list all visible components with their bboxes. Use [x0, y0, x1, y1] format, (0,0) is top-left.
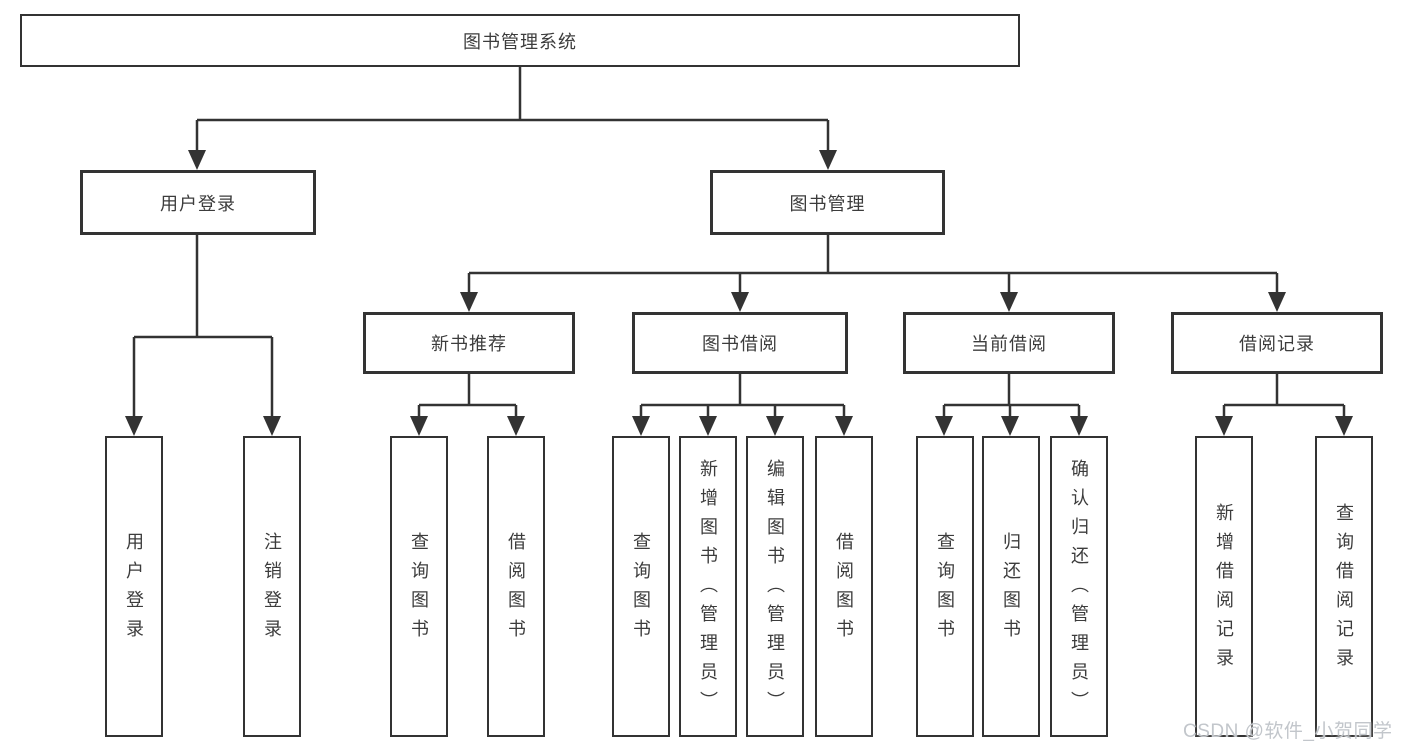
- connector-root-to-level2: [188, 67, 837, 170]
- leaf-logout-login: 注销登录: [243, 436, 301, 737]
- leaf-current-query-book: 查询图书: [916, 436, 974, 737]
- leaf-borrow-add-book-admin: 新增图书（管理员）: [679, 436, 737, 737]
- leaf-current-confirm-return-admin: 确认归还（管理员）: [1050, 436, 1108, 737]
- leaf-user-login: 用户登录: [105, 436, 163, 737]
- leaf-borrow-edit-book-admin: 编辑图书（管理员）: [746, 436, 804, 737]
- node-book-management: 图书管理: [710, 170, 945, 235]
- connector-user-login-to-leaves: [125, 235, 281, 436]
- node-current-borrow: 当前借阅: [903, 312, 1115, 374]
- node-book-borrow: 图书借阅: [632, 312, 848, 374]
- connector-new-book-recommend-to-leaves: [410, 374, 525, 436]
- node-user-login: 用户登录: [80, 170, 316, 235]
- connector-book-management-to-level3: [460, 235, 1286, 312]
- leaf-borrow-borrow-book: 借阅图书: [815, 436, 873, 737]
- leaf-record-query-record: 查询借阅记录: [1315, 436, 1373, 737]
- leaf-current-return-book: 归还图书: [982, 436, 1040, 737]
- leaf-borrow-query-book: 查询图书: [612, 436, 670, 737]
- connector-book-borrow-to-leaves: [632, 374, 853, 436]
- connector-borrow-record-to-leaves: [1215, 374, 1353, 436]
- connector-current-borrow-to-leaves: [935, 374, 1088, 436]
- leaf-recommend-query-book: 查询图书: [390, 436, 448, 737]
- leaf-recommend-borrow-book: 借阅图书: [487, 436, 545, 737]
- node-borrow-record: 借阅记录: [1171, 312, 1383, 374]
- node-new-book-recommend: 新书推荐: [363, 312, 575, 374]
- node-root: 图书管理系统: [20, 14, 1020, 67]
- csdn-watermark: CSDN @软件_小贺同学: [1183, 721, 1393, 742]
- leaf-record-add-record: 新增借阅记录: [1195, 436, 1253, 737]
